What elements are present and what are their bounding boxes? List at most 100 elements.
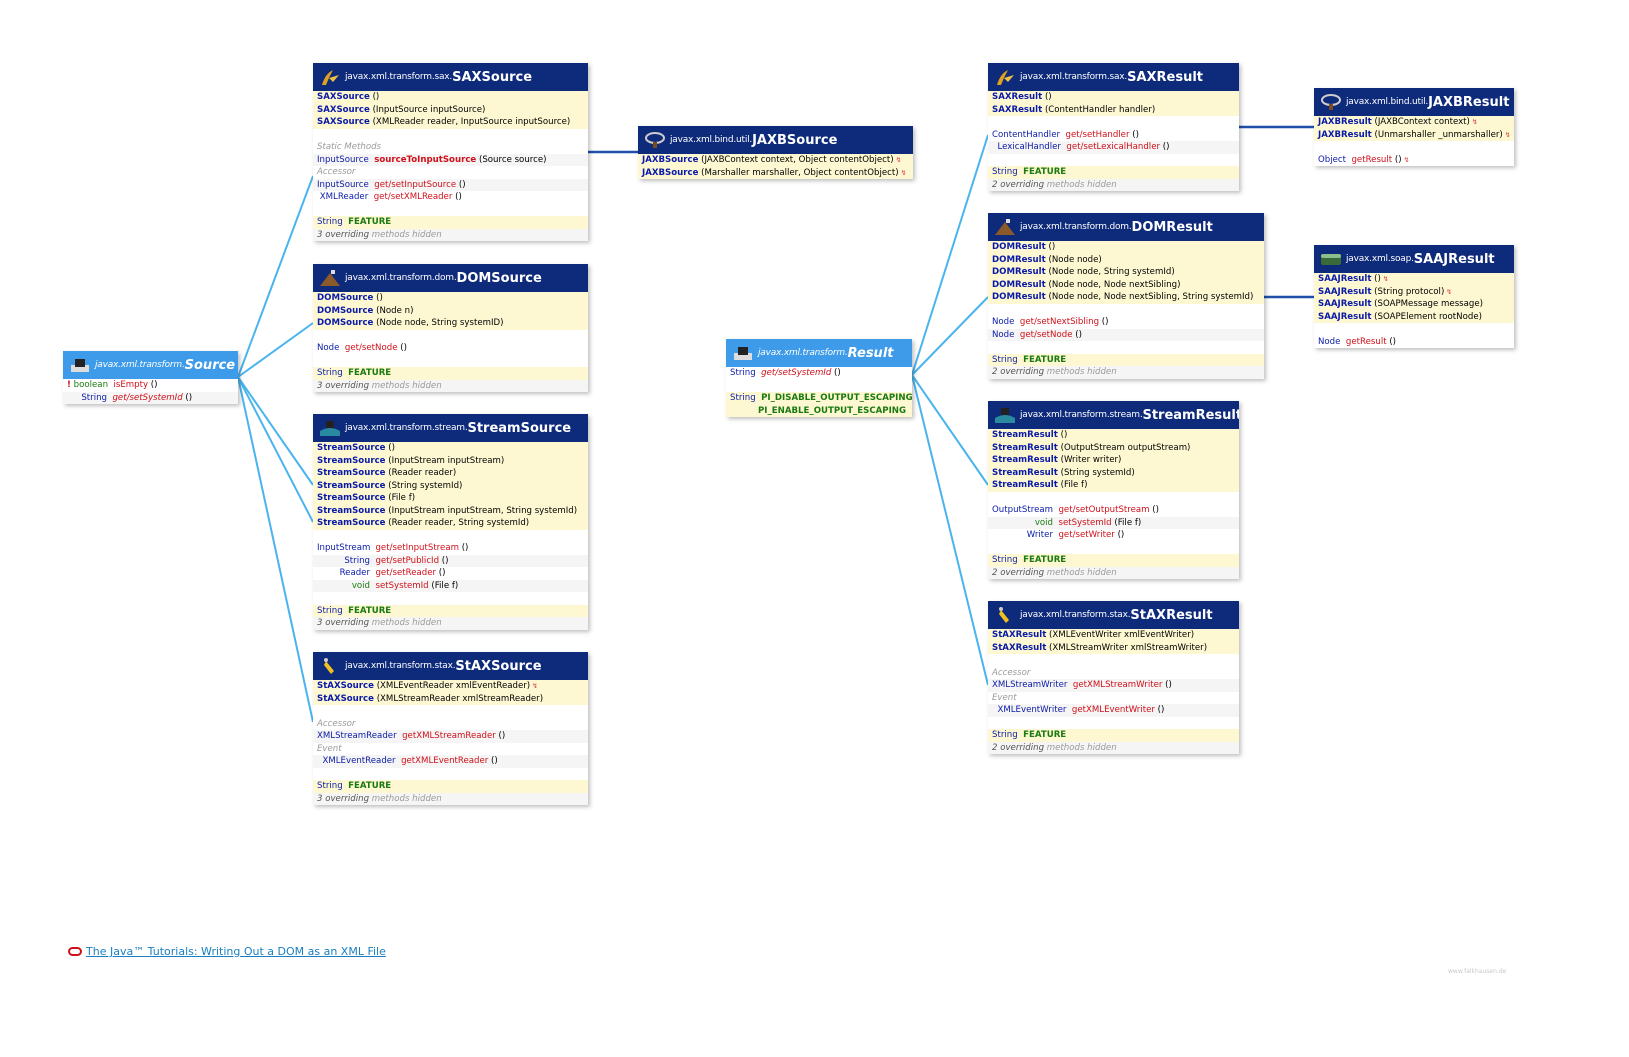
- method-row[interactable]: Reader get/setReader (): [313, 567, 588, 580]
- class-header[interactable]: javax.xml.bind.util.JAXBResult: [1314, 88, 1514, 116]
- class-header[interactable]: javax.xml.soap.SAAJResult: [1314, 245, 1514, 273]
- class-header[interactable]: javax.xml.bind.util.JAXBSource: [638, 126, 913, 154]
- member-row[interactable]: String get/setSystemId (): [726, 367, 912, 380]
- class-header[interactable]: javax.xml.transform.Source: [63, 351, 238, 379]
- method-row[interactable]: XMLStreamReader getXMLStreamReader (): [313, 730, 588, 743]
- field-row[interactable]: String FEATURE: [988, 729, 1239, 742]
- class-box-result[interactable]: javax.xml.transform.Result String get/se…: [726, 339, 912, 417]
- method-row[interactable]: Node get/setNode (): [313, 342, 588, 355]
- constructor-row[interactable]: StreamResult (): [988, 429, 1239, 442]
- field-row[interactable]: String FEATURE: [313, 216, 588, 229]
- method-row[interactable]: void setSystemId (File f): [313, 579, 588, 592]
- constructor-row[interactable]: SAXResult (ContentHandler handler): [988, 103, 1239, 116]
- constructor-row[interactable]: StreamSource (String systemId): [313, 479, 588, 492]
- field-row[interactable]: String PI_DISABLE_OUTPUT_ESCAPING,: [726, 392, 912, 405]
- constructor-row[interactable]: StreamSource (InputStream inputStream, S…: [313, 504, 588, 517]
- constructor-args: (Writer writer): [1060, 455, 1122, 465]
- constructor-row[interactable]: JAXBResult (JAXBContext context)↯: [1314, 116, 1514, 129]
- constructor-row[interactable]: StreamResult (OutputStream outputStream): [988, 441, 1239, 454]
- constructor-row[interactable]: SAAJResult (String protocol)↯: [1314, 285, 1514, 298]
- method-row[interactable]: XMLStreamWriter getXMLStreamWriter (): [988, 679, 1239, 692]
- class-header[interactable]: javax.xml.transform.stream.StreamResult: [988, 401, 1239, 429]
- class-box-staxresult[interactable]: javax.xml.transform.stax.StAXResult StAX…: [988, 601, 1239, 754]
- method-row[interactable]: String get/setPublicId (): [313, 554, 588, 567]
- constructor-row[interactable]: JAXBSource (Marshaller marshaller, Objec…: [638, 166, 913, 179]
- method-row[interactable]: Node get/setNode (): [988, 328, 1264, 341]
- constructor-row[interactable]: DOMResult (Node node, String systemId): [988, 266, 1264, 279]
- method-row[interactable]: ContentHandler get/setHandler (): [988, 129, 1239, 142]
- method-row[interactable]: Object getResult ()↯: [1314, 154, 1514, 167]
- method-row[interactable]: InputSource sourceToInputSource (Source …: [313, 153, 588, 166]
- constructor-row[interactable]: JAXBSource (JAXBContext context, Object …: [638, 154, 913, 167]
- class-box-saajresult[interactable]: javax.xml.soap.SAAJResult SAAJResult ()↯…: [1314, 245, 1514, 348]
- constructor-row[interactable]: SAXSource (XMLReader reader, InputSource…: [313, 116, 588, 129]
- method-row[interactable]: XMLEventReader getXMLEventReader (): [313, 755, 588, 768]
- class-box-streamresult[interactable]: javax.xml.transform.stream.StreamResult …: [988, 401, 1239, 579]
- constructor-row[interactable]: SAAJResult ()↯: [1314, 273, 1514, 286]
- constructor-row[interactable]: JAXBResult (Unmarshaller _unmarshaller)↯: [1314, 128, 1514, 141]
- field-row[interactable]: String FEATURE: [313, 604, 588, 617]
- constructor-row[interactable]: StAXSource (XMLEventReader xmlEventReade…: [313, 680, 588, 693]
- class-box-staxsource[interactable]: javax.xml.transform.stax.StAXSource StAX…: [313, 652, 588, 805]
- method-row[interactable]: XMLReader get/setXMLReader (): [313, 191, 588, 204]
- constructor-row[interactable]: DOMResult (): [988, 241, 1264, 254]
- class-box-domresult[interactable]: javax.xml.transform.dom.DOMResult DOMRes…: [988, 213, 1264, 379]
- constructor-row[interactable]: StreamSource (): [313, 442, 588, 455]
- method-row[interactable]: LexicalHandler get/setLexicalHandler (): [988, 141, 1239, 154]
- field-row[interactable]: String FEATURE: [988, 353, 1264, 366]
- class-header[interactable]: javax.xml.transform.stax.StAXSource: [313, 652, 588, 680]
- constructor-row[interactable]: DOMResult (Node node, Node nextSibling, …: [988, 291, 1264, 304]
- constructor-row[interactable]: SAAJResult (SOAPElement rootNode): [1314, 310, 1514, 323]
- constructor-row[interactable]: StreamSource (Reader reader): [313, 467, 588, 480]
- constructor-row[interactable]: DOMSource (Node node, String systemID): [313, 317, 588, 330]
- class-box-saxsource[interactable]: javax.xml.transform.sax.SAXSource SAXSou…: [313, 63, 588, 241]
- class-header[interactable]: javax.xml.transform.stream.StreamSource: [313, 414, 588, 442]
- class-box-jaxbresult[interactable]: javax.xml.bind.util.JAXBResult JAXBResul…: [1314, 88, 1514, 166]
- field-row[interactable]: String FEATURE: [988, 554, 1239, 567]
- method-row[interactable]: Node get/setNextSibling (): [988, 316, 1264, 329]
- field-row[interactable]: String FEATURE: [988, 166, 1239, 179]
- constructor-row[interactable]: DOMResult (Node node, Node nextSibling): [988, 278, 1264, 291]
- class-box-domsource[interactable]: javax.xml.transform.dom.DOMSource DOMSou…: [313, 264, 588, 392]
- constructor-row[interactable]: DOMSource (Node n): [313, 304, 588, 317]
- class-box-streamsource[interactable]: javax.xml.transform.stream.StreamSource …: [313, 414, 588, 630]
- constructor-row[interactable]: StreamResult (String systemId): [988, 466, 1239, 479]
- class-header[interactable]: javax.xml.transform.dom.DOMSource: [313, 264, 588, 292]
- class-header[interactable]: javax.xml.transform.sax.SAXSource: [313, 63, 588, 91]
- constructor-row[interactable]: SAXResult (): [988, 91, 1239, 104]
- java-tutorial-link[interactable]: The Java™ Tutorials: Writing Out a DOM a…: [68, 945, 386, 958]
- constructor-row[interactable]: StreamSource (Reader reader, String syst…: [313, 517, 588, 530]
- class-header[interactable]: javax.xml.transform.sax.SAXResult: [988, 63, 1239, 91]
- constructor-row[interactable]: StreamResult (Writer writer): [988, 454, 1239, 467]
- constructor-row[interactable]: SAXSource (InputSource inputSource): [313, 103, 588, 116]
- constructor-row[interactable]: SAAJResult (SOAPMessage message): [1314, 298, 1514, 311]
- constructor-row[interactable]: StAXResult (XMLStreamWriter xmlStreamWri…: [988, 641, 1239, 654]
- class-box-jaxbsource[interactable]: javax.xml.bind.util.JAXBSource JAXBSourc…: [638, 126, 913, 179]
- method-row[interactable]: XMLEventWriter getXMLEventWriter (): [988, 704, 1239, 717]
- class-header[interactable]: javax.xml.transform.dom.DOMResult: [988, 213, 1264, 241]
- constructor-row[interactable]: DOMSource (): [313, 292, 588, 305]
- method-row[interactable]: Node getResult (): [1314, 336, 1514, 349]
- method-row[interactable]: InputSource get/setInputSource (): [313, 178, 588, 191]
- class-header[interactable]: javax.xml.transform.Result: [726, 339, 912, 367]
- method-row[interactable]: Writer get/setWriter (): [988, 529, 1239, 542]
- member-row[interactable]: ! boolean isEmpty (): [63, 379, 238, 392]
- class-box-saxresult[interactable]: javax.xml.transform.sax.SAXResult SAXRes…: [988, 63, 1239, 191]
- method-row[interactable]: InputStream get/setInputStream (): [313, 542, 588, 555]
- class-header[interactable]: javax.xml.transform.stax.StAXResult: [988, 601, 1239, 629]
- constructor-row[interactable]: StreamResult (File f): [988, 479, 1239, 492]
- constructor-row[interactable]: StAXResult (XMLEventWriter xmlEventWrite…: [988, 629, 1239, 642]
- constructor-row[interactable]: DOMResult (Node node): [988, 253, 1264, 266]
- field-row[interactable]: PI_ENABLE_OUTPUT_ESCAPING: [726, 404, 912, 417]
- constructor-row[interactable]: StreamSource (File f): [313, 492, 588, 505]
- field-row[interactable]: String FEATURE: [313, 780, 588, 793]
- field-row[interactable]: String FEATURE: [313, 367, 588, 380]
- constructor-row[interactable]: StreamSource (InputStream inputStream): [313, 454, 588, 467]
- constructor-args: (InputStream inputStream, String systemI…: [388, 505, 578, 516]
- method-row[interactable]: void setSystemId (File f): [988, 516, 1239, 529]
- constructor-row[interactable]: StAXSource (XMLStreamReader xmlStreamRea…: [313, 692, 588, 705]
- constructor-row[interactable]: SAXSource (): [313, 91, 588, 104]
- member-row[interactable]: String get/setSystemId (): [63, 391, 238, 404]
- method-row[interactable]: OutputStream get/setOutputStream (): [988, 504, 1239, 517]
- class-box-source[interactable]: javax.xml.transform.Source ! boolean isE…: [63, 351, 238, 404]
